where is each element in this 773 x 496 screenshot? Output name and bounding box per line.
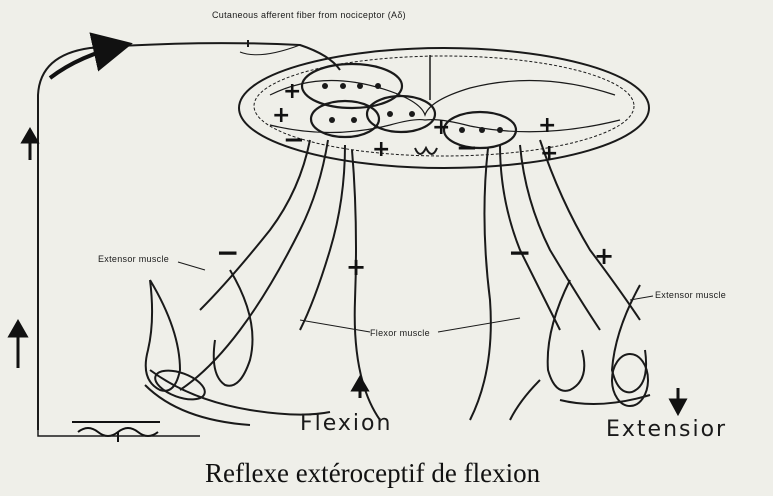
extension-label: Extensior xyxy=(606,417,727,442)
right-leg xyxy=(510,280,650,420)
extensor-label-right: Extensor muscle xyxy=(655,290,726,300)
flexion-label: Flexion xyxy=(300,411,392,436)
arrow-up-icon xyxy=(10,322,26,368)
arrow-down-icon xyxy=(671,388,685,413)
motor-nerves xyxy=(180,140,640,420)
minus-sign: − xyxy=(456,133,478,163)
skin-icon xyxy=(72,422,160,442)
extensor-label-left: Extensor muscle xyxy=(98,254,169,264)
flexor-label: Flexor muscle xyxy=(370,328,430,338)
minus-sign: − xyxy=(508,236,531,269)
minus-sign: − xyxy=(283,125,305,155)
diagram-caption: Reflexe extéroceptif de flexion xyxy=(205,458,541,488)
minus-sign: − xyxy=(216,236,239,269)
left-leg xyxy=(145,270,330,425)
afferent-label: Cutaneous afferent fiber from nociceptor… xyxy=(212,10,406,20)
label-leaders xyxy=(178,262,653,332)
plus-sign: + xyxy=(283,79,301,104)
arrow-up-icon xyxy=(353,378,367,398)
plus-sign: + xyxy=(432,115,450,140)
interneurons xyxy=(302,64,516,148)
plus-sign: + xyxy=(594,242,614,270)
plus-sign: + xyxy=(372,137,390,162)
curved-arrow-icon xyxy=(50,45,125,78)
plus-sign: + xyxy=(346,253,366,281)
arrow-up-icon xyxy=(23,130,37,160)
plus-sign: + xyxy=(538,113,556,138)
plus-sign: + xyxy=(540,141,558,166)
